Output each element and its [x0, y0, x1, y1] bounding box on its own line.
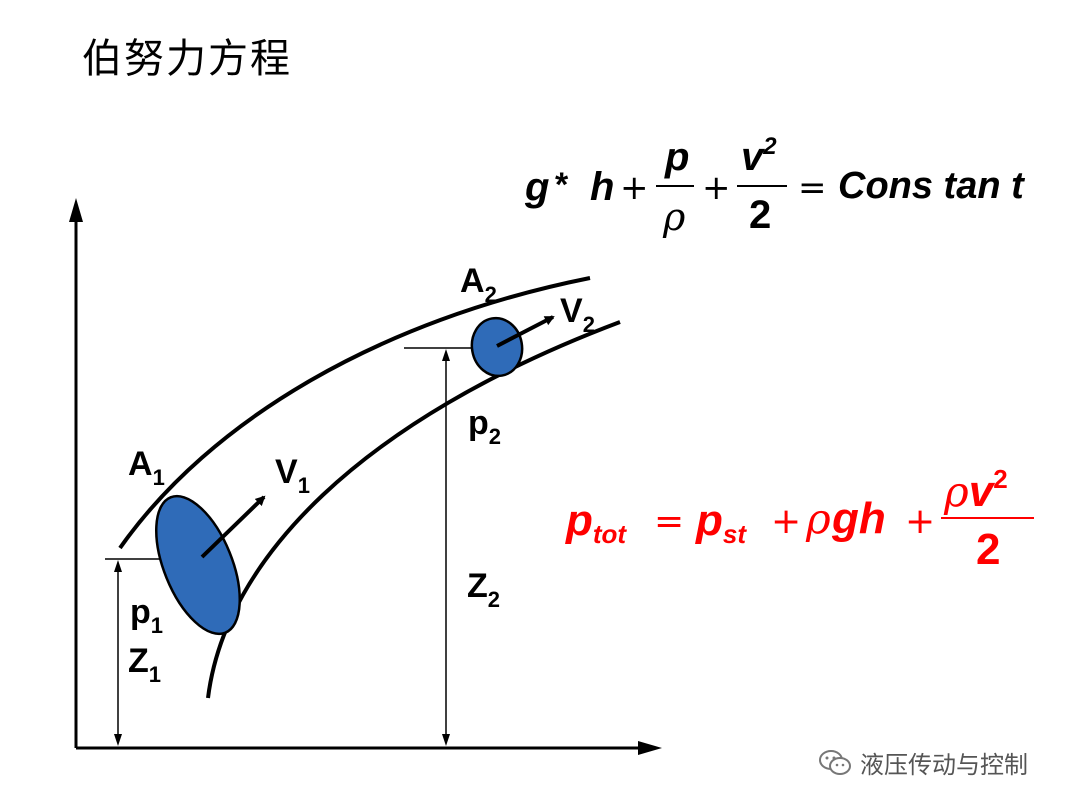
- eq2-pst: pst: [695, 496, 747, 549]
- tube-upper-wall: [118, 276, 591, 550]
- velocity-arrow-v1: [200, 495, 266, 559]
- label-v2: V2: [560, 292, 595, 337]
- tube-lower-wall: [206, 320, 621, 699]
- label-z1: Z1: [128, 642, 161, 687]
- eq2-gh: gh: [831, 494, 886, 543]
- eq2-rho: ρ: [805, 494, 831, 543]
- eq1-frac2-den: 2: [749, 193, 771, 237]
- eq2-equals: =: [654, 501, 684, 542]
- page-title: 伯努力方程: [82, 36, 292, 82]
- eq2-frac-den: 2: [976, 525, 1000, 574]
- eq1-g: g: [524, 165, 549, 209]
- total-pressure-equation: ptot = pst + ρ gh + ρv2 2: [565, 464, 1034, 574]
- eq1-star: *: [555, 166, 569, 204]
- eq1-plus1: +: [620, 168, 649, 208]
- eq2-plus1: +: [771, 501, 801, 542]
- y-axis-arrow: [69, 198, 83, 222]
- label-a1: A1: [128, 445, 165, 490]
- eq1-frac1-den: ρ: [662, 195, 686, 239]
- cross-section-a1: [155, 494, 241, 636]
- label-p1: p1: [130, 593, 163, 638]
- watermark-text: 液压传动与控制: [860, 751, 1028, 779]
- wechat-icon: [819, 749, 851, 775]
- label-a2: A2: [460, 262, 497, 307]
- label-v1: V1: [275, 453, 310, 498]
- height-arrow-z2-bottom: [442, 734, 450, 746]
- eq2-plus2: +: [905, 501, 935, 542]
- eq1-h: h: [590, 165, 614, 209]
- watermark: 液压传动与控制: [818, 745, 1028, 780]
- x-axis-arrow: [638, 741, 662, 755]
- label-z2: Z2: [467, 567, 500, 612]
- height-arrow-z2-top: [442, 349, 450, 361]
- eq1-frac2-num: v2: [741, 133, 777, 179]
- eq1-equals: =: [798, 168, 827, 208]
- eq2-ptot: ptot: [565, 496, 627, 549]
- height-arrow-z1-bottom: [114, 734, 122, 746]
- eq1-plus2: +: [702, 168, 731, 208]
- cross-section-a2: [470, 316, 524, 378]
- eq1-rhs: Cons tan t: [838, 165, 1025, 207]
- eq1-frac1-num: p: [664, 135, 689, 179]
- eq2-frac-num: ρv2: [943, 464, 1008, 516]
- bernoulli-equation: g * h + p ρ + v2 2 = Cons tan t: [524, 133, 1025, 239]
- label-p2: p2: [468, 404, 501, 449]
- velocity-arrow-v2: [496, 315, 555, 348]
- height-arrow-z1-top: [114, 560, 122, 572]
